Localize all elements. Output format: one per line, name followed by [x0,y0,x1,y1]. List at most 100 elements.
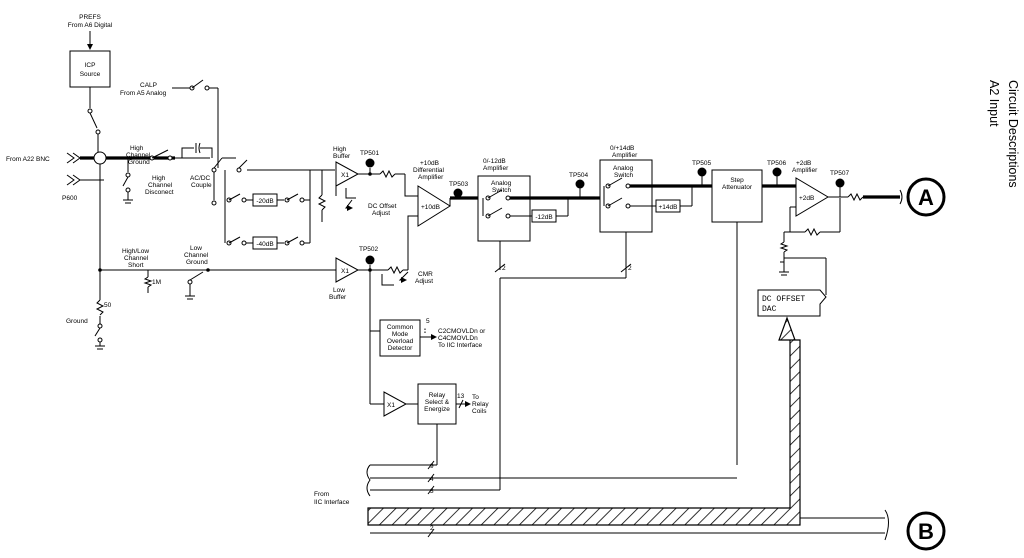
tp506-label: TP506 [767,160,787,167]
connector-a: A [906,177,946,217]
dcadj-label-2: Adjust [372,210,390,217]
tp501-dot [365,158,375,168]
sw2-label-2: Switch [614,172,634,179]
cmr-label-2: Adjust [415,278,433,285]
icp-source-block [69,50,111,88]
amp-2db: +2dB Amplifier +2dB TP507 [779,160,903,295]
hcg-label-3: Ground [128,159,150,166]
low-buffer-amp [335,257,360,283]
att12-label: -12dB [535,214,552,221]
diff-label-2: Differential [413,167,445,174]
relay-section: X1 Relay Select & Energize 13 To Relay C… [383,383,489,465]
cm-overload-block [379,319,421,357]
connector-b-icon [906,511,946,551]
bus3: 3 [430,488,434,495]
iic-buses: From IIC Interface 9 4 3 2 [314,278,889,541]
a012-label-2: Amplifier [483,165,509,172]
step-attenuator-block [711,169,763,223]
prefs-from-label: From A6 Digital [68,22,113,29]
iic-name-label: IIC Interface [314,499,350,506]
tp503-label: TP503 [449,181,469,188]
step-label-2: Attenuator [722,184,753,191]
hb-label-2: Buffer [333,153,351,160]
acdc-couple: AC/DC Couple [181,142,300,206]
icp-source-label-1: ICP [85,62,96,69]
ground-label: Ground [66,318,88,325]
tp507-dot [835,178,845,188]
high-buffer: High Buffer X1 TP501 DC Offset Adjust [333,146,405,217]
icp-source-label-2: Source [80,71,101,78]
hcd-label-2: Channel [148,182,173,189]
differential-amplifier: +10dB Differential Amplifier +10dB TP503 [404,160,478,270]
coils-label-1: To [472,394,479,401]
cm-overload-detector: Common Mode Overload Detector 5 C2CMOVLD… [379,318,486,357]
calp-section: CALP From A5 Analog [120,79,219,168]
hls-label-3: Short [128,262,144,269]
a012-label-1: 0/-12dB [483,158,506,165]
tp505-dot [697,167,707,177]
tp504-label: TP504 [569,172,589,179]
connector-b-label: B [918,519,934,544]
p600-label: P600 [62,195,78,202]
tp503-dot [453,188,463,198]
bus13: 13 [457,393,465,400]
relay-label-1: Relay [429,392,446,399]
relay-buffer-gain: X1 [387,402,395,409]
relay-label-3: Energize [424,406,450,413]
calp-label: CALP [140,82,157,89]
ovl-label-3: To IIC Interface [438,342,482,349]
tp501-label: TP501 [360,150,380,157]
bus4: 4 [430,476,434,483]
connector-a-label: A [918,185,934,210]
att40-label: -40dB [256,241,273,248]
coils-label-2: Relay [472,401,489,408]
r50-label: 50 [104,302,112,309]
low-buffer-gain: X1 [341,268,349,275]
hls-label-2: Channel [124,255,149,262]
dac-label-2: DAC [762,305,777,314]
high-channel-switches: High Channel Ground High Channel Discone… [122,145,200,204]
attenuator-ladder: -20dB -40dB [224,169,335,250]
gain14-label: +14dB [659,204,678,211]
analog-switch-1 [477,175,531,242]
r1m-label: 1M [152,279,161,286]
analog-switch-2 [599,159,653,233]
calp-from-label: From A5 Analog [120,90,167,97]
lcg-label-2: Channel [184,252,209,259]
tp504-dot [575,179,585,189]
att20-label: -20dB [256,198,273,205]
a014-label-1: 0/+14dB [610,145,634,152]
bus2-b: 2 [628,265,632,272]
hcd-label-1: High [152,175,166,182]
tp507-label: TP507 [830,170,850,177]
side-title: Circuit Descriptions A2 Input [987,80,1020,188]
amp2-label-1: +2dB [796,160,811,167]
icp-source-section: PREFS From A6 Digital ICP Source [68,14,113,152]
dac-label-1: DC OFFSET [762,295,805,304]
bnc-connector-icon [93,151,107,165]
iic-from-label: From [314,491,329,498]
acdc-label-1: AC/DC [190,175,211,182]
relay-label-2: Select & [425,399,450,406]
hcg-label-2: Channel [126,152,151,159]
diff-amp [417,185,451,227]
coils-label-3: Coils [472,408,487,415]
lcg-label-1: Low [190,245,202,252]
bus2-c: 2 [430,525,434,532]
cmod-label-2: Mode [392,331,409,338]
lb-label-2: Buffer [329,294,347,301]
amp2-amp [795,177,829,217]
lcg-label-3: Ground [186,259,208,266]
hls-label-1: High/Low [122,248,149,255]
relay-buffer-amp [383,391,408,417]
a014-label-2: Amplifier [612,152,638,159]
diff-amp-gain: +10dB [421,204,440,211]
hb-label-1: High [333,146,347,153]
diff-label-1: +10dB [420,160,439,167]
prefs-label: PREFS [79,14,101,21]
cmod-label-1: Common [387,324,414,331]
bus5: 5 [426,318,430,325]
dc-offset-dac: DC OFFSET DAC [757,289,827,317]
bus2-a: 2 [502,265,506,272]
